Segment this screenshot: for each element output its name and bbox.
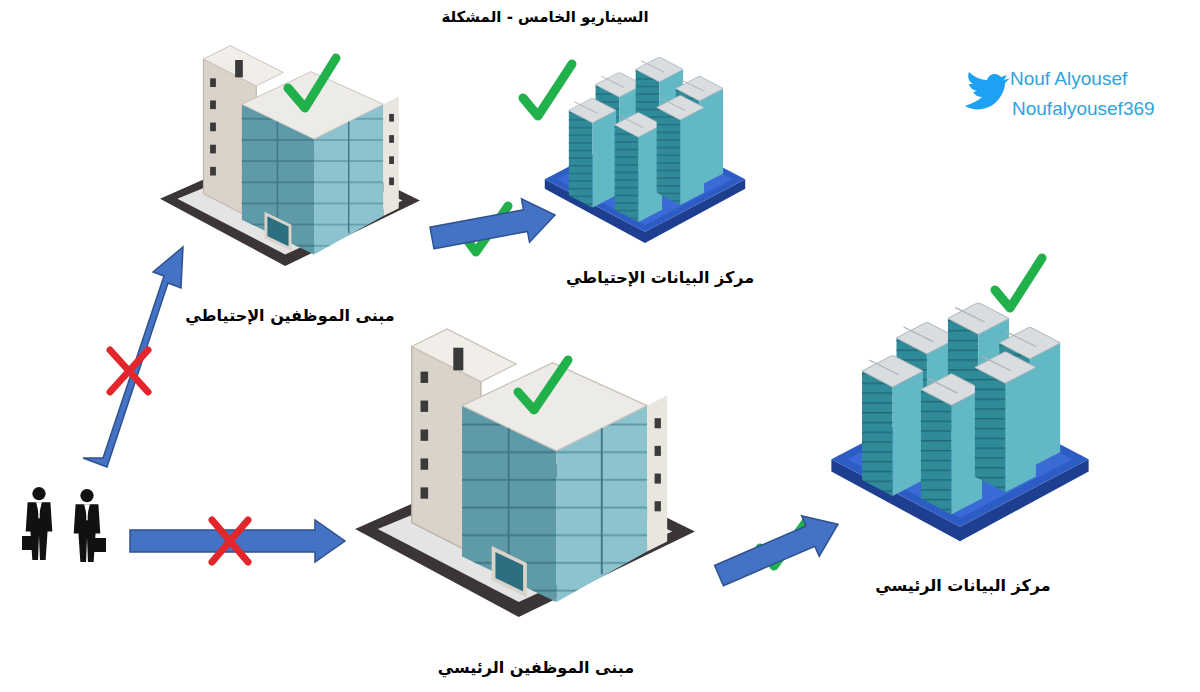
node-box: مركز البيانات الرئيسي xyxy=(838,300,1088,595)
node-box: مركز البيانات الإحتياطي xyxy=(555,55,765,287)
node-box: مبنى الموظفين الرئيسي xyxy=(355,315,717,677)
flow-arrow xyxy=(715,516,838,586)
node-label: مركز البيانات الرئيسي xyxy=(872,576,1053,595)
title: السيناريو الخامس - المشكلة xyxy=(441,8,648,26)
node-box: مبنى الموظفين الإحتياطي xyxy=(150,35,430,325)
node-label: مبنى الموظفين الرئيسي xyxy=(435,658,638,677)
watermark: Noufalyousef369 xyxy=(1012,98,1155,120)
watermark: Nouf Alyousef xyxy=(1010,68,1127,90)
flow-arrow xyxy=(430,199,555,249)
node-label: مبنى الموظفين الإحتياطي xyxy=(182,306,397,325)
node-label: مركز البيانات الإحتياطي xyxy=(563,268,757,287)
